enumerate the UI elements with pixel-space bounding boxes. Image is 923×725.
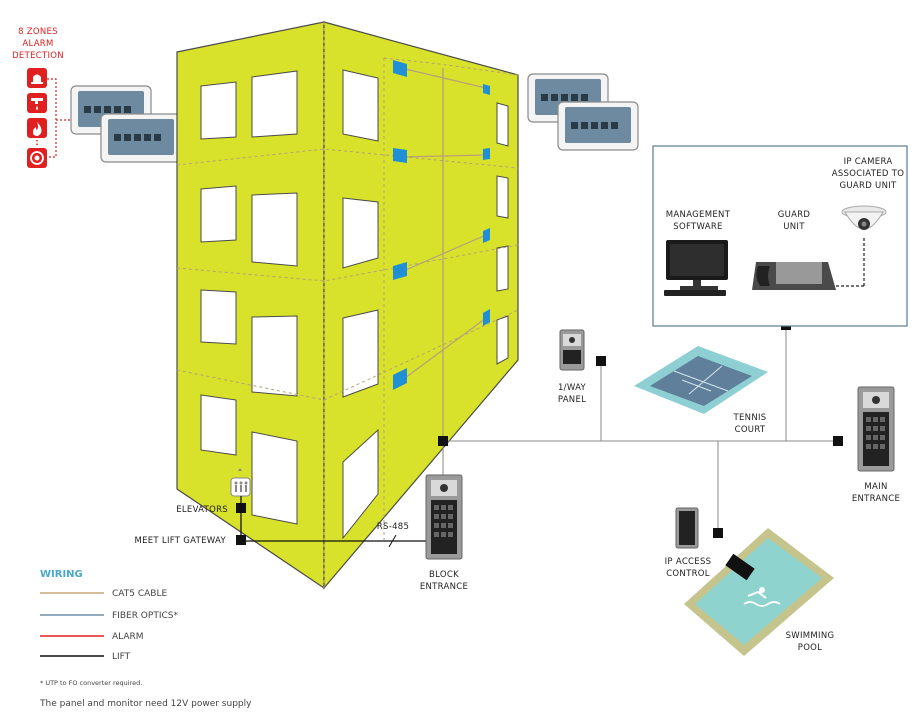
oneway-panel-label-1: 1/WAY [558, 383, 587, 393]
camera-label-2: ASSOCIATED TO [832, 169, 905, 179]
alarm-title-line2: ALARM [22, 39, 53, 49]
footnote-power: The panel and monitor need 12V power sup… [39, 699, 252, 709]
bus-lines [442, 326, 838, 533]
guard-label-2: UNIT [783, 222, 805, 232]
management-label-2: SOFTWARE [673, 222, 722, 232]
legend-item-alarm: ALARM [112, 632, 144, 642]
lift-gateway-label: MEET LIFT GATEWAY [134, 536, 226, 546]
alarm-panic-button-icon [27, 148, 47, 168]
guard-label-1: GUARD [778, 210, 811, 220]
tennis-court-label-2: COURT [735, 425, 766, 435]
fiber-nodes [393, 60, 490, 390]
swimming-pool: SWIMMING POOL [684, 528, 834, 656]
alarm-title-line3: DETECTION [12, 51, 64, 61]
left-face-windows [200, 70, 298, 525]
alarm-title-line1: 8 ZONES [18, 27, 58, 37]
pool-label-2: POOL [798, 643, 822, 653]
right-face-windows [342, 69, 509, 540]
oneway-panel-node [596, 356, 606, 366]
tennis-court-label-1: TENNIS [733, 413, 767, 423]
camera-label-3: GUARD UNIT [839, 181, 897, 191]
alarm-siren-icon [27, 68, 47, 88]
apartment-building [176, 21, 519, 590]
block-entrance-label-1: BLOCK [429, 570, 459, 580]
legend-item-lift: LIFT [112, 652, 131, 662]
main-entrance-node [833, 436, 843, 446]
elevator-group: ELEVATORS MEET LIFT GATEWAY RS-485 [134, 468, 428, 548]
main-entrance-label-1: MAIN [864, 482, 887, 492]
block-entrance-panel: BLOCK ENTRANCE [420, 474, 468, 592]
monitor-icon [557, 101, 639, 151]
pool-label-1: SWIMMING [786, 631, 835, 641]
left-monitors [70, 85, 182, 163]
elevators-label: ELEVATORS [176, 505, 228, 515]
alarm-detection-group: 8 ZONES ALARM DETECTION [12, 27, 74, 168]
alarm-water-leak-icon [27, 93, 47, 113]
camera-label-1: IP CAMERA [844, 157, 893, 167]
block-junction-node [438, 436, 448, 446]
guard-unit-icon [752, 262, 836, 290]
wiring-legend: WIRING CAT5 CABLE FIBER OPTICS* ALARM LI… [40, 569, 178, 662]
management-pc-icon [664, 240, 728, 296]
oneway-panel-label-2: PANEL [558, 395, 586, 405]
ip-camera-icon [841, 205, 887, 230]
alarm-fire-icon [27, 118, 47, 138]
swimmer-icon [743, 587, 781, 607]
monitor-icon [100, 113, 182, 163]
rs485-label: RS-485 [377, 522, 409, 532]
oneway-panel: 1/WAY PANEL [558, 329, 587, 405]
block-entrance-label-2: ENTRANCE [420, 582, 468, 592]
main-entrance-panel: MAIN ENTRANCE [852, 386, 900, 504]
ip-access-label-2: CONTROL [666, 569, 710, 579]
building-left-face [176, 21, 325, 590]
legend-item-fiber: FIBER OPTICS* [112, 611, 178, 621]
right-monitors [527, 73, 639, 151]
tennis-court: TENNIS COURT [634, 346, 768, 435]
legend-title: WIRING [40, 569, 83, 580]
legend-item-cat5: CAT5 CABLE [112, 589, 167, 599]
main-entrance-label-2: ENTRANCE [852, 494, 900, 504]
footnote-converter: * UTP to FO converter required. [40, 679, 142, 687]
management-label-1: MANAGEMENT [666, 210, 731, 220]
ip-access-control: IP ACCESS CONTROL [665, 507, 712, 579]
guard-station-box: MANAGEMENT SOFTWARE GUARD UNIT IP CAMERA… [652, 145, 908, 327]
ip-access-node [713, 528, 723, 538]
floor-dashed-lines [176, 22, 519, 588]
floor-cat5-lines [400, 67, 487, 382]
ip-access-label-1: IP ACCESS [665, 557, 712, 567]
